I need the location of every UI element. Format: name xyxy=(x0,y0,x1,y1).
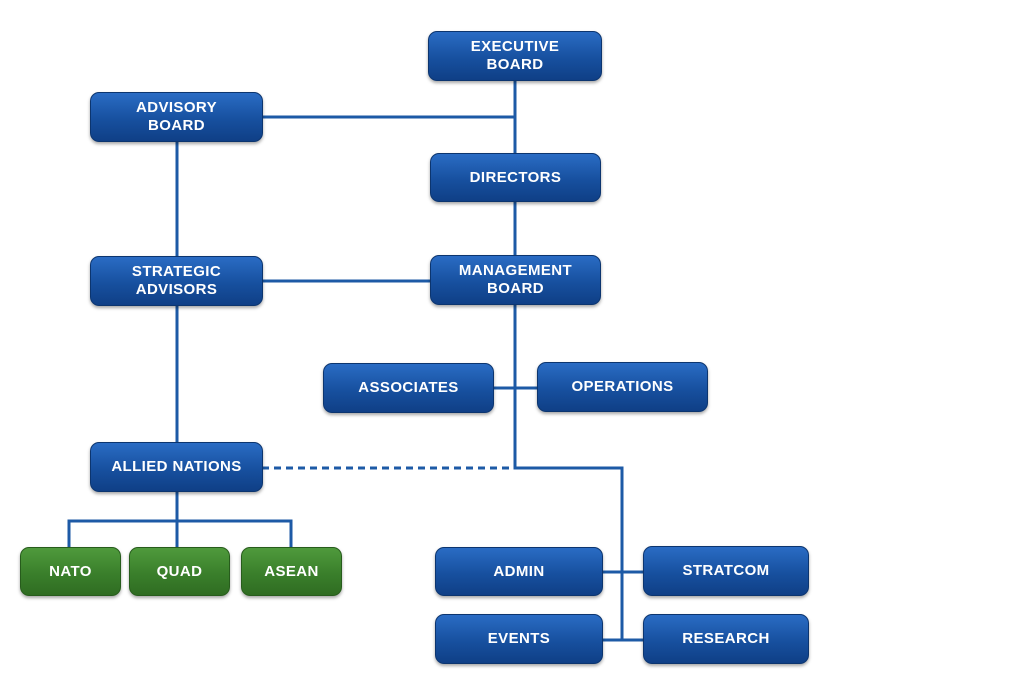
node-advisory-board: ADVISORY BOARD xyxy=(90,92,263,142)
connector-management-departments xyxy=(513,304,624,640)
node-associates: ASSOCIATES xyxy=(323,363,494,413)
node-quad: QUAD xyxy=(129,547,230,596)
node-events: EVENTS xyxy=(435,614,603,664)
node-stratcom: STRATCOM xyxy=(643,546,809,596)
node-admin: ADMIN xyxy=(435,547,603,596)
node-allied-nations: ALLIED NATIONS xyxy=(90,442,263,492)
node-strategic-advisors: STRATEGIC ADVISORS xyxy=(90,256,263,306)
connector-groups-bar xyxy=(67,519,293,548)
node-management-board: MANAGEMENT BOARD xyxy=(430,255,601,305)
node-asean: ASEAN xyxy=(241,547,342,596)
node-operations: OPERATIONS xyxy=(537,362,708,412)
node-executive-board: EXECUTIVE BOARD xyxy=(428,31,602,81)
node-directors: DIRECTORS xyxy=(430,153,601,202)
node-research: RESEARCH xyxy=(643,614,809,664)
node-nato: NATO xyxy=(20,547,121,596)
